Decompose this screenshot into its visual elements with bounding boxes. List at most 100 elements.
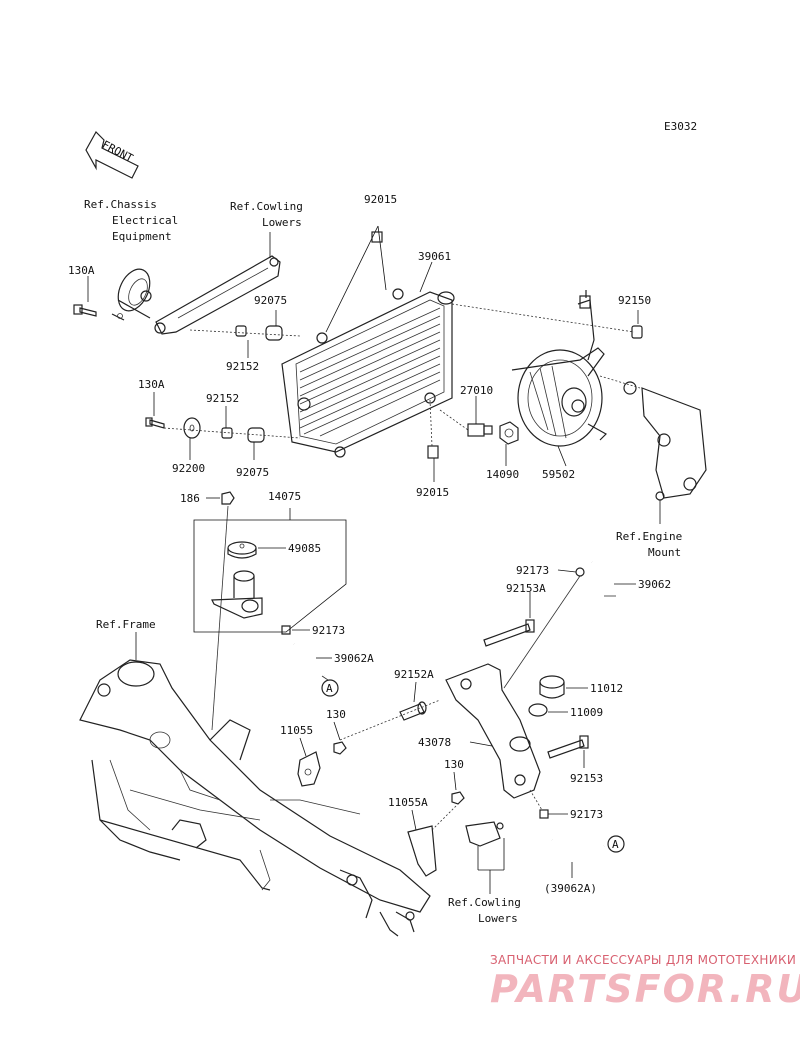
label-130-a: 130 <box>326 708 346 721</box>
ref-chassis-line2: Electrical <box>112 214 178 227</box>
clamp-92173-a <box>281 625 291 635</box>
leader-92015-top-b <box>325 225 379 333</box>
ref-chassis-line1: Ref.Chassis <box>84 198 157 211</box>
switch-27010 <box>467 396 493 437</box>
label-11012: 11012 <box>590 682 623 695</box>
cowling-bracket-bottom <box>465 821 505 894</box>
leader-11055 <box>299 737 307 757</box>
grommet-92075-top <box>265 325 283 341</box>
cowling-bracket-top <box>154 255 281 335</box>
oring-11009 <box>528 703 548 717</box>
bracket-11055 <box>297 751 321 787</box>
hose-39062a-bottom <box>549 839 605 861</box>
clamp-92173-c <box>539 809 549 819</box>
label-39062: 39062 <box>638 578 671 591</box>
label-11009: 11009 <box>570 706 603 719</box>
svg-text:A: A <box>612 838 619 851</box>
reservoir-bracket-box-14075 <box>193 508 347 633</box>
watermark-top: ЗАПЧАСТИ И АКСЕССУАРЫ ДЛЯ МОТОТЕХНИКИ <box>490 953 796 967</box>
label-92152-mid: 92152 <box>206 392 239 405</box>
front-arrow-icon: FRONT <box>85 131 139 179</box>
cap-49085 <box>227 541 257 559</box>
collar-92152-mid <box>221 427 233 439</box>
reservoir-43078 <box>445 663 541 799</box>
hose-39062 <box>590 559 616 661</box>
leader-11055a <box>411 809 417 831</box>
horn-part <box>111 268 152 321</box>
fan-59502 <box>511 290 607 447</box>
washer-92200 <box>183 417 201 439</box>
ref-engine-mount: Ref.Engine Mount <box>616 530 682 559</box>
label-92152a: 92152A <box>394 668 434 681</box>
ref-cowling-lowers-bottom: Ref.Cowling Lowers <box>448 896 521 925</box>
bolt-130a-mid <box>145 417 165 429</box>
bolt-92153 <box>547 735 589 759</box>
label-14075: 14075 <box>268 490 301 503</box>
clip-92015-bottom <box>427 445 439 459</box>
leader-92173-b <box>557 569 577 573</box>
watermark: ЗАПЧАСТИ И АКСЕССУАРЫ ДЛЯ МОТОТЕХНИКИ PA… <box>490 953 800 1011</box>
leader-59502 <box>557 445 567 467</box>
clip-92015-top <box>371 231 383 243</box>
collar-92152a <box>399 701 427 721</box>
leader-130-b <box>453 771 457 791</box>
label-92015-bottom: 92015 <box>416 486 449 499</box>
label-92015-top: 92015 <box>364 193 397 206</box>
radiator-39061 <box>281 288 455 458</box>
label-92173-a: 92173 <box>312 624 345 637</box>
bolt-186 <box>221 491 235 505</box>
label-92075-top: 92075 <box>254 294 287 307</box>
frame-part <box>79 659 431 937</box>
ref-cowling-bottom-line1: Ref.Cowling <box>448 896 521 909</box>
label-11055a: 11055A <box>388 796 428 809</box>
label-186: 186 <box>180 492 200 505</box>
label-92153: 92153 <box>570 772 603 785</box>
label-39061: 39061 <box>418 250 451 263</box>
ref-engine-line2: Mount <box>648 546 681 559</box>
ref-cowling-lowers-top: Ref.Cowling Lowers <box>230 200 303 229</box>
bracket-11055a <box>407 825 437 877</box>
label-27010: 27010 <box>460 384 493 397</box>
label-39062a-paren: (39062A) <box>544 882 597 895</box>
label-39062a: 39062A <box>334 652 374 665</box>
label-14090: 14090 <box>486 468 519 481</box>
bolt-130-b <box>451 791 465 805</box>
label-11055: 11055 <box>280 724 313 737</box>
label-92200: 92200 <box>172 462 205 475</box>
label-130a-mid: 130A <box>138 378 165 391</box>
diagram-code: E3032 <box>664 120 697 133</box>
label-130-b: 130 <box>444 758 464 771</box>
label-92075-mid: 92075 <box>236 466 269 479</box>
label-92150: 92150 <box>618 294 651 307</box>
nut-14090 <box>499 421 519 445</box>
bolt-92153a <box>483 619 535 647</box>
svg-text:A: A <box>326 682 333 695</box>
ref-chassis-line3: Equipment <box>112 230 172 243</box>
bolt-130-a <box>333 741 347 755</box>
hose-39062a <box>292 642 326 678</box>
nut-92150 <box>631 325 643 339</box>
ref-cowling-top-line1: Ref.Cowling <box>230 200 303 213</box>
label-43078: 43078 <box>418 736 451 749</box>
ref-engine-line1: Ref.Engine <box>616 530 682 543</box>
label-59502: 59502 <box>542 468 575 481</box>
label-92173-c: 92173 <box>570 808 603 821</box>
watermark-main: PARTSFOR.RU <box>490 967 800 1011</box>
leader-92015-top <box>377 225 387 291</box>
ref-cowling-top-line2: Lowers <box>262 216 302 229</box>
label-130a-top: 130A <box>68 264 95 277</box>
ref-chassis-electrical: Ref.Chassis Electrical Equipment <box>84 198 178 243</box>
leader-43078 <box>469 741 493 747</box>
marker-a-2: A <box>607 835 625 853</box>
label-49085: 49085 <box>288 542 321 555</box>
collar-92152-top <box>235 325 247 337</box>
label-92153a: 92153A <box>506 582 546 595</box>
marker-a-1: A <box>321 679 339 697</box>
clamp-92173-b <box>575 567 585 577</box>
leader-39061 <box>419 261 433 293</box>
engine-mount-bracket <box>599 375 707 501</box>
ref-cowling-bottom-line2: Lowers <box>478 912 518 925</box>
leader-130-a <box>333 721 341 741</box>
ref-frame: Ref.Frame <box>96 618 156 631</box>
